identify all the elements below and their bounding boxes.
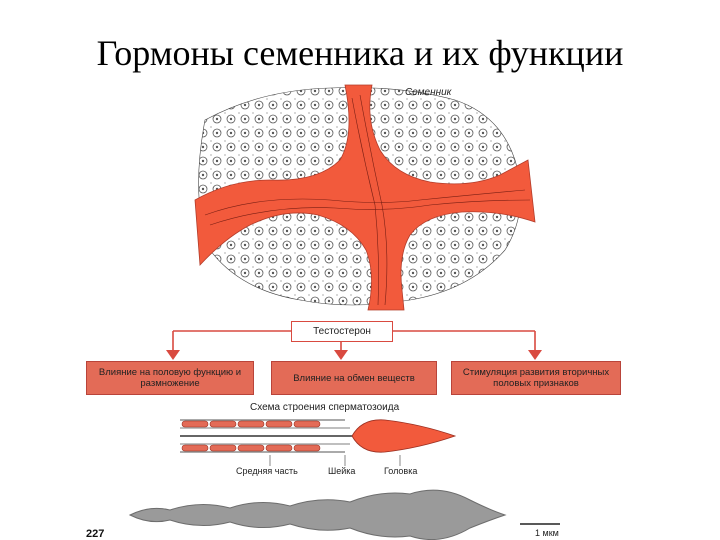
sperm-scheme-title: Схема строения сперматозоида <box>250 402 400 413</box>
sperm-head <box>351 419 457 453</box>
scale-label: 1 мкм <box>535 528 559 538</box>
sperm-micrograph <box>128 489 507 540</box>
label-midpiece: Средняя часть <box>236 466 298 476</box>
effect-reproduction: Влияние на половую функцию и размножение <box>86 361 254 395</box>
tissue-fibers <box>204 94 531 306</box>
arrow-connectors <box>172 330 536 352</box>
effect-secondary-traits: Стимуляция развития вторичных половых пр… <box>451 361 621 395</box>
testis-label: Семенник <box>405 87 452 98</box>
sperm-schematic <box>180 419 457 466</box>
label-head: Головка <box>384 466 418 476</box>
effect-metabolism: Влияние на обмен веществ <box>271 361 437 395</box>
slide-title: Гормоны семенника и их функции <box>96 33 624 73</box>
interstitial-tissue <box>194 84 536 311</box>
page-number: 227 <box>86 528 105 540</box>
hormone-box: Тестостерон <box>291 321 393 342</box>
arrow-heads <box>166 350 542 360</box>
label-neck: Шейка <box>328 466 356 476</box>
